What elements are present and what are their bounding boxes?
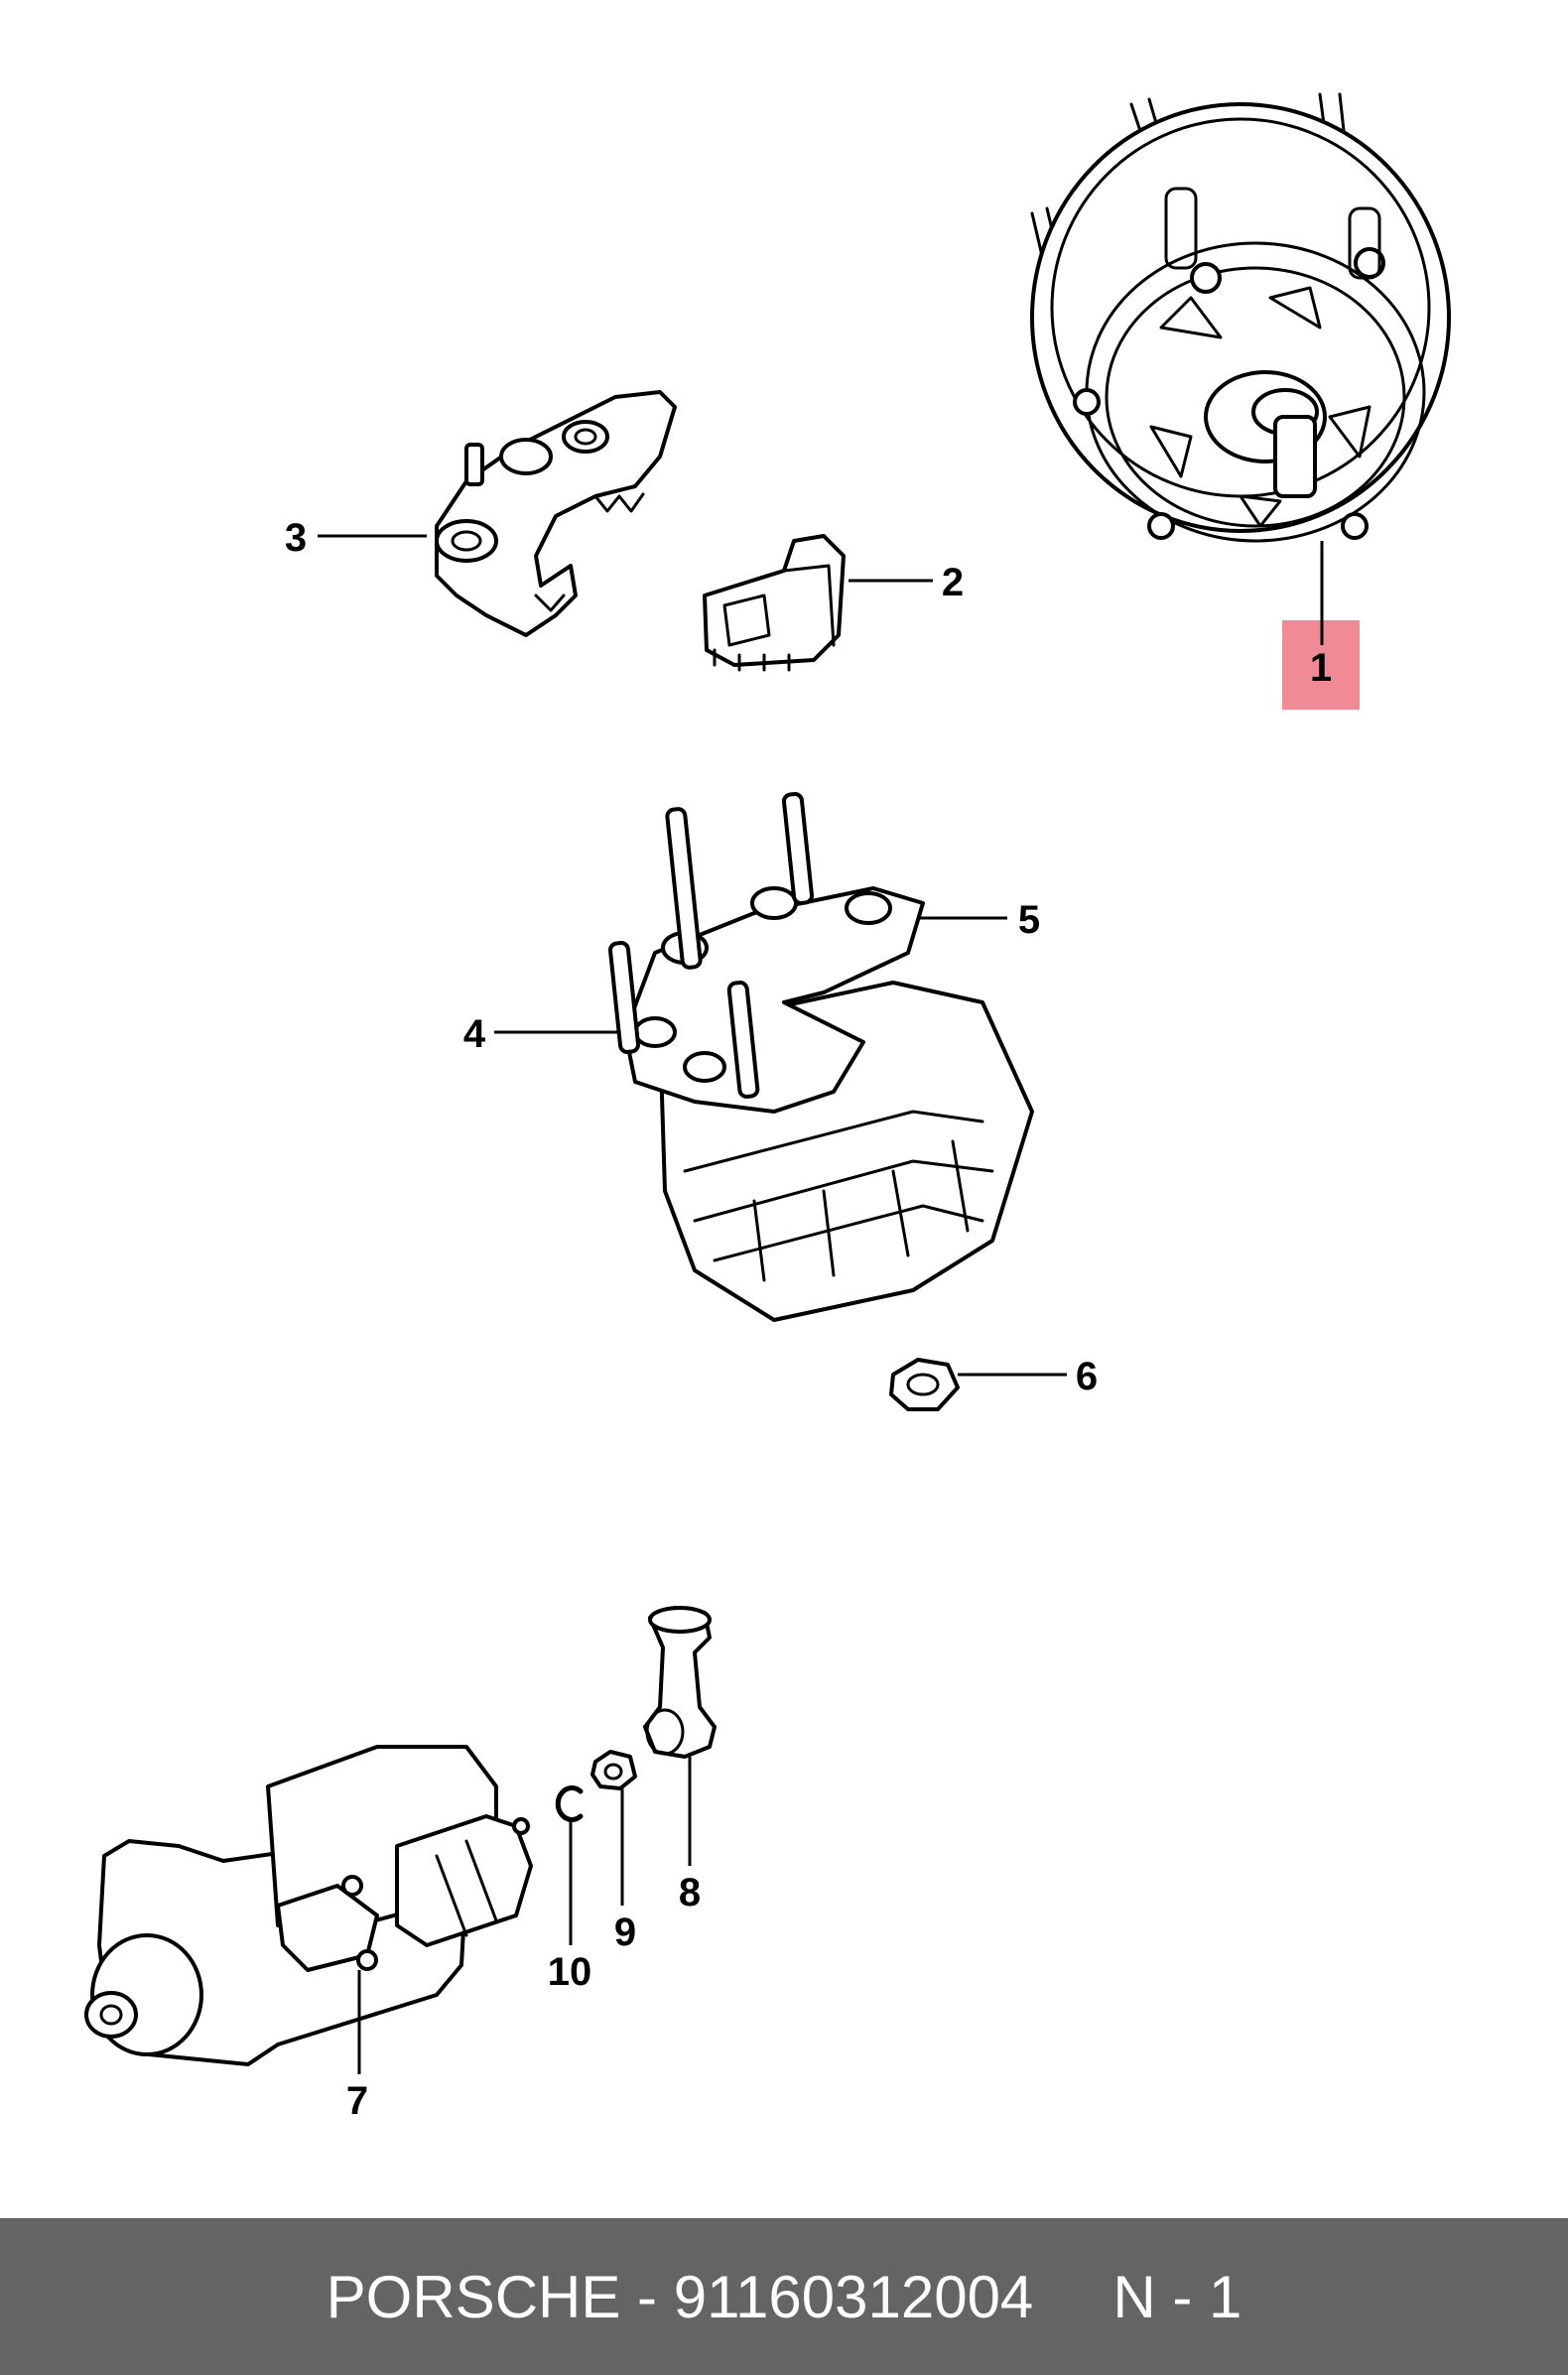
part-code-label: PORSCHE - 91160312004 [326,2263,1034,2330]
parts-diagram: 1 2 3 4 5 6 7 8 9 10 [84,92,1451,2123]
callout-7: 7 [346,2079,368,2123]
lock-washer-part[interactable] [555,1785,584,1822]
starter-motor-part[interactable] [84,1745,533,2066]
callout-1: 1 [1310,646,1332,690]
bracket-part[interactable] [435,390,677,637]
callout-4: 4 [463,1012,486,1056]
leader-lines [318,534,1324,2074]
nut-part[interactable] [889,1358,960,1411]
regulator-part[interactable] [703,534,846,672]
cable-terminal-part[interactable] [643,1606,717,1759]
alternator-part[interactable] [1030,92,1451,543]
callout-8: 8 [679,1871,701,1914]
callout-9: 9 [614,1911,636,1954]
page-label: N - 1 [1112,2263,1242,2330]
callout-6: 6 [1076,1355,1098,1398]
small-nut-part[interactable] [590,1750,637,1790]
callout-10: 10 [548,1950,592,1994]
rectifier-plate-part[interactable] [607,792,925,1114]
callout-2: 2 [942,561,964,604]
callout-5: 5 [1018,898,1040,942]
footer-bar: PORSCHE - 91160312004 N - 1 [0,2218,1568,2375]
callout-3: 3 [285,516,307,560]
